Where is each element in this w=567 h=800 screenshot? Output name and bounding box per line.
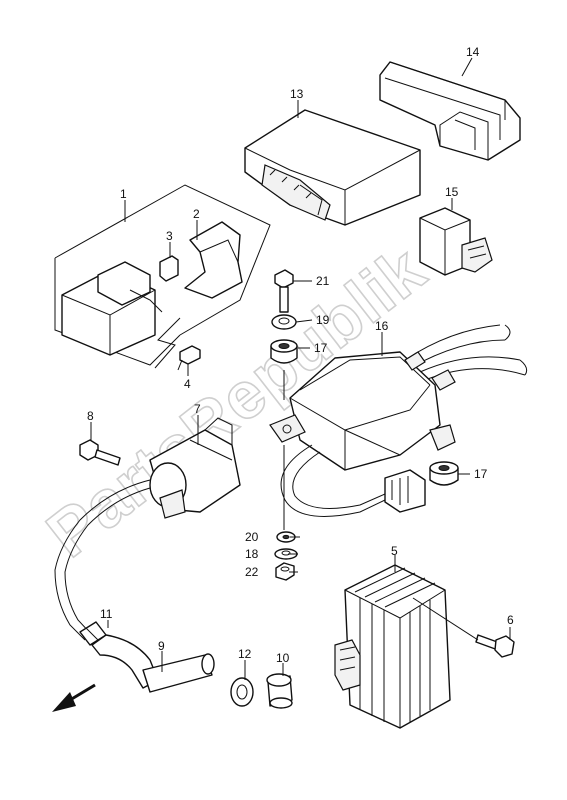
- part-21-bolt[interactable]: [274, 269, 294, 313]
- callout-5: 5: [391, 544, 398, 558]
- callout-17-lower: 17: [474, 467, 488, 481]
- callout-11: 11: [100, 607, 113, 621]
- callout-16: 16: [375, 319, 389, 333]
- callout-9: 9: [158, 639, 165, 653]
- part-6-bolt[interactable]: [475, 634, 515, 658]
- callout-10: 10: [276, 651, 290, 665]
- callout-22: 22: [245, 565, 259, 579]
- part-19-washer[interactable]: [271, 314, 297, 330]
- part-22-nut[interactable]: [275, 562, 295, 581]
- part-3-fuse[interactable]: [159, 255, 179, 282]
- part-17-grommet-lower[interactable]: [429, 461, 459, 486]
- callout-4: 4: [184, 377, 191, 391]
- callout-2: 2: [193, 207, 200, 221]
- part-2-bracket[interactable]: [184, 221, 243, 299]
- part-7-ignition-coil[interactable]: [149, 417, 241, 519]
- part-4-screw[interactable]: [177, 345, 201, 371]
- part-13-ecu[interactable]: [244, 109, 421, 226]
- callout-15: 15: [445, 185, 459, 199]
- part-8-bolt[interactable]: [79, 439, 121, 466]
- callout-20: 20: [245, 530, 259, 544]
- leader-lines: [90, 57, 511, 680]
- callout-21: 21: [316, 274, 330, 288]
- callout-8: 8: [87, 409, 94, 423]
- part-10-cap[interactable]: [266, 673, 293, 709]
- part-9-plug-cap[interactable]: [91, 634, 215, 693]
- callout-19: 19: [316, 313, 330, 327]
- callout-17-upper: 17: [314, 341, 328, 355]
- part-12-seal[interactable]: [230, 677, 254, 707]
- part-14-cover[interactable]: [379, 61, 521, 161]
- callout-1: 1: [120, 187, 127, 201]
- callout-labels: 1 2 3 4 5 6 7 8 9 10 11 12 13 14 15 16 1…: [87, 45, 514, 665]
- callout-14: 14: [466, 45, 480, 59]
- callout-6: 6: [507, 613, 514, 627]
- part-17-grommet-upper[interactable]: [270, 339, 298, 364]
- callout-13: 13: [290, 87, 304, 101]
- part-5-regulator-rectifier[interactable]: [334, 564, 451, 729]
- callout-7: 7: [194, 402, 201, 416]
- part-16-control-unit[interactable]: [269, 324, 528, 517]
- callout-3: 3: [166, 229, 173, 243]
- break-line: [154, 317, 181, 369]
- callout-12: 12: [238, 647, 252, 661]
- part-1-relay-assembly[interactable]: [54, 184, 271, 366]
- front-direction-arrow-icon: [52, 683, 96, 712]
- part-15-relay[interactable]: [419, 207, 493, 276]
- high-tension-lead: [54, 479, 151, 641]
- callout-18: 18: [245, 547, 259, 561]
